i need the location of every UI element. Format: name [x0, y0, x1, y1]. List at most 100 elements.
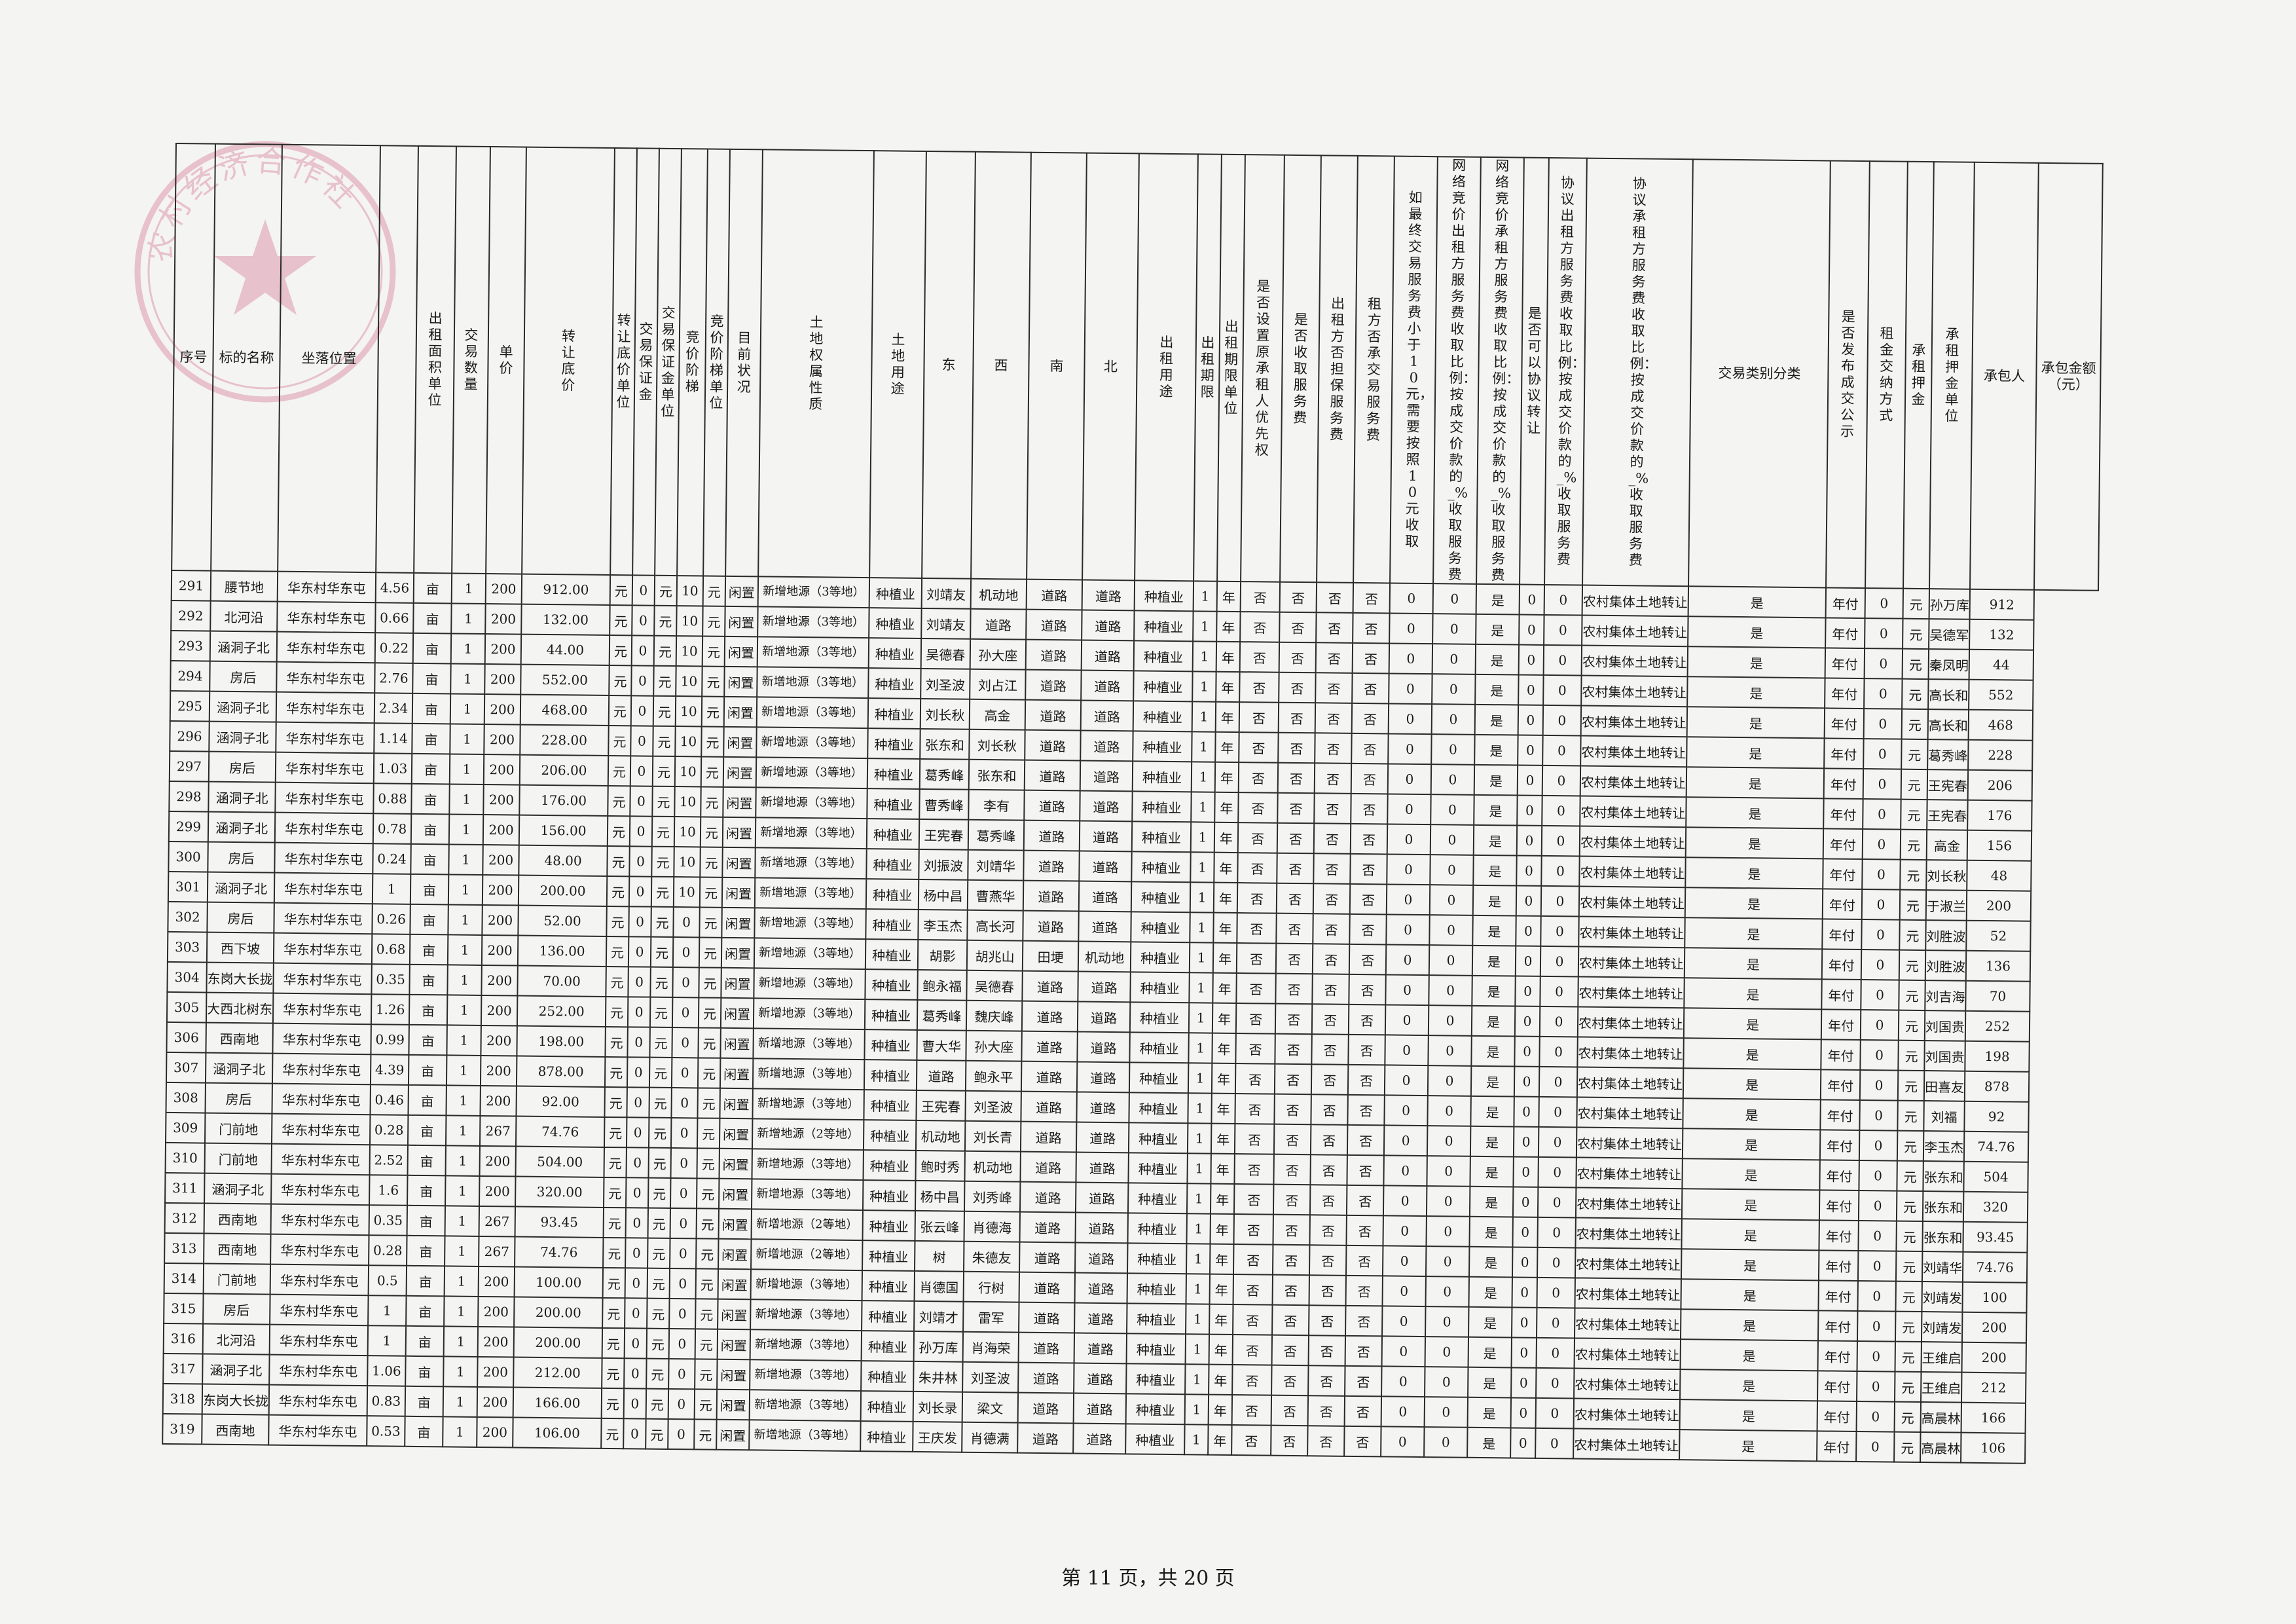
table-cell: 否: [1238, 762, 1279, 793]
table-cell: 否: [1277, 792, 1315, 824]
table-cell: 元: [1903, 588, 1930, 619]
table-cell: 种植业: [861, 1331, 915, 1361]
table-cell: 0: [1861, 919, 1900, 950]
table-cell: 否: [1316, 612, 1353, 643]
table-cell: 1: [1184, 1424, 1209, 1455]
table-cell: 农村集体土地转让: [1576, 1067, 1684, 1099]
table-cell: 267: [479, 1115, 517, 1147]
table-cell: 2.52: [369, 1145, 408, 1175]
table-cell: 孙大座: [966, 1030, 1022, 1061]
table-cell: 新增地源（3等地）: [755, 847, 867, 879]
table-cell: 闲置: [723, 756, 757, 788]
table-cell: 106.00: [513, 1417, 602, 1449]
table-cell: 292: [171, 600, 211, 631]
table-cell: 农村集体土地转让: [1579, 826, 1686, 858]
table-cell: 是: [1681, 1189, 1820, 1221]
table-cell: 李有: [968, 789, 1025, 821]
table-cell: 道路: [1021, 1061, 1078, 1092]
table-cell: 267: [479, 1236, 515, 1267]
column-header-label: 承租押金: [1911, 342, 1926, 408]
table-cell: 0: [1383, 1125, 1428, 1156]
column-header-label: 土地权属性质: [809, 314, 824, 413]
table-cell: 200: [483, 814, 520, 845]
table-cell: 0: [1381, 1336, 1426, 1367]
table-cell: 0: [1513, 1156, 1539, 1187]
table-cell: 10: [676, 666, 702, 697]
table-cell: 农村集体土地转让: [1580, 766, 1687, 798]
table-cell: 元: [651, 876, 674, 908]
table-cell: 294: [170, 660, 210, 692]
table-cell: 0: [670, 1148, 697, 1179]
column-header-label: 目前状况: [737, 330, 752, 396]
table-cell: 0: [1385, 1005, 1429, 1036]
table-cell: 否: [1277, 853, 1314, 884]
table-cell: 1: [445, 1115, 481, 1146]
table-cell: 元: [648, 1147, 671, 1179]
table-cell: 否: [1240, 612, 1280, 642]
table-cell: 否: [1273, 1124, 1311, 1155]
table-cell: 1: [1189, 942, 1214, 973]
table-cell: 0: [1538, 1156, 1576, 1188]
table-cell: 200.00: [513, 1327, 603, 1358]
table-cell: 种植业: [1129, 1092, 1188, 1124]
table-cell: 元: [606, 936, 629, 967]
table-cell: 198.00: [517, 1025, 606, 1057]
table-cell: 元: [1896, 1221, 1923, 1252]
table-cell: 0: [1511, 1337, 1537, 1368]
column-header-label: 标的名称: [219, 349, 274, 366]
table-cell: 高长和: [1927, 709, 1969, 740]
table-cell: 否: [1310, 1124, 1348, 1155]
table-cell: 504.00: [515, 1146, 604, 1177]
table-cell: 刘长秋: [1926, 860, 1967, 891]
table-cell: 否: [1233, 1184, 1274, 1215]
table-cell: 年付: [1823, 858, 1863, 890]
table-cell: 年付: [1824, 738, 1864, 769]
table-cell: 刘占江: [970, 669, 1026, 700]
table-cell: 年付: [1820, 1099, 1860, 1131]
cooperative-seal-stamp: 农村经济合作社: [134, 141, 396, 403]
table-cell: 王宪春: [916, 1090, 966, 1121]
table-cell: 道路: [1081, 640, 1135, 671]
table-cell: 0: [1516, 915, 1541, 946]
table-cell: 198: [1965, 1041, 2030, 1072]
table-cell: 亩: [407, 1235, 445, 1266]
table-cell: 元: [606, 876, 630, 907]
table-cell: 华东村华东屯: [272, 1053, 371, 1085]
table-cell: 涵洞子北: [202, 1354, 270, 1385]
table-cell: 朱井林: [913, 1361, 963, 1392]
table-cell: 200: [477, 1326, 515, 1357]
table-cell: 闲置: [720, 997, 754, 1029]
table-cell: 否: [1231, 1395, 1272, 1426]
table-cell: 农村集体土地转让: [1579, 856, 1686, 888]
table-cell: 否: [1312, 974, 1349, 1005]
table-cell: 0: [1537, 1307, 1575, 1338]
table-cell: 200.00: [514, 1297, 603, 1328]
table-cell: 闲置: [718, 1238, 752, 1270]
table-cell: 1: [449, 754, 484, 784]
table-cell: 是: [1685, 917, 1823, 950]
table-cell: 元: [606, 906, 629, 937]
table-cell: 否: [1311, 1004, 1349, 1035]
table-cell: 张东和: [1922, 1191, 1964, 1222]
column-header: 承包金额（元）: [2034, 162, 2103, 591]
table-cell: 元: [700, 817, 723, 847]
table-cell: 道路: [1022, 970, 1078, 1002]
table-cell: 元: [1899, 919, 1926, 951]
table-cell: 否: [1352, 673, 1389, 704]
table-cell: 93.45: [515, 1206, 604, 1238]
column-header: 如最终交易服务费小于10元，需要按照10元收取: [1390, 156, 1438, 584]
table-cell: 0: [629, 876, 652, 907]
table-cell: 0.66: [375, 602, 414, 633]
table-cell: 0: [1543, 674, 1582, 706]
table-cell: 道路: [1073, 1423, 1126, 1454]
table-cell: 否: [1347, 1124, 1385, 1156]
table-cell: 200: [484, 663, 521, 695]
table-cell: 年付: [1821, 1039, 1861, 1071]
table-cell: 元: [606, 966, 629, 997]
table-cell: 是: [1683, 1038, 1821, 1070]
table-cell: 新增地源（3等地）: [754, 938, 866, 970]
table-cell: 鲍永福: [917, 969, 967, 1001]
table-cell: 否: [1347, 1094, 1385, 1126]
table-cell: 否: [1309, 1185, 1347, 1215]
table-cell: 元: [604, 1086, 627, 1118]
